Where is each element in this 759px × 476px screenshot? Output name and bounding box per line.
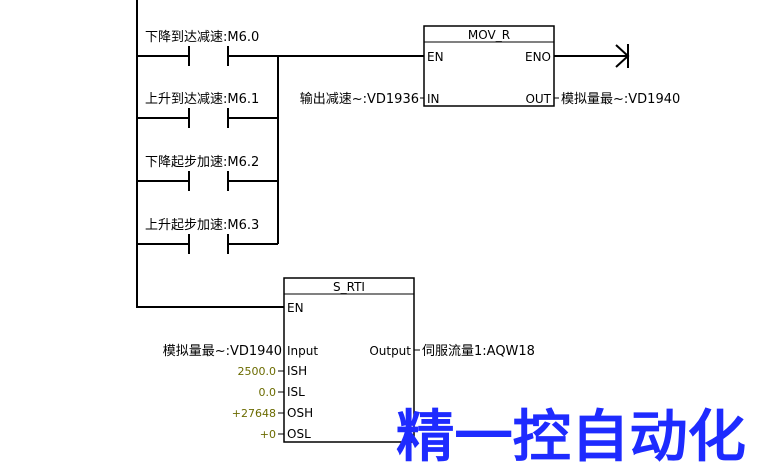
contact-label: 上升起步加速:M6.3 <box>145 218 259 233</box>
contact-m6-2[interactable]: 下降起步加速:M6.2 <box>137 155 278 191</box>
s-rti-pin-wires <box>278 349 420 435</box>
s-rti-output-pin: Output <box>369 344 411 358</box>
s-rti-isl-value[interactable]: 0.0 <box>259 386 277 399</box>
s-rti-osl-pin: OSL <box>287 427 311 441</box>
s-rti-osh-value[interactable]: +27648 <box>232 407 276 420</box>
mov-r-en-pin: EN <box>427 50 444 64</box>
eno-arrow <box>554 44 630 68</box>
watermark: 精一控自动化 <box>396 405 746 470</box>
mov-r-in-operand[interactable]: 输出减速~:VD1936 <box>300 91 419 107</box>
s-rti-output-operand[interactable]: 伺服流量1:AQW18 <box>422 344 535 359</box>
s-rti-en-pin: EN <box>287 301 304 315</box>
mov-r-out-pin: OUT <box>525 92 551 106</box>
s-rti-input-operand[interactable]: 模拟量最~:VD1940 <box>163 344 282 359</box>
s-rti-isl-pin: ISL <box>287 385 305 399</box>
s-rti-ish-pin: ISH <box>287 364 307 378</box>
mov-r-block[interactable]: MOV_R EN ENO IN OUT <box>423 25 555 107</box>
mov-r-out-operand[interactable]: 模拟量最~:VD1940 <box>561 92 680 107</box>
mov-r-in-pin: IN <box>427 92 440 106</box>
contact-m6-1[interactable]: 上升到达减速:M6.1 <box>137 92 278 128</box>
s-rti-ish-value[interactable]: 2500.0 <box>238 365 277 378</box>
contact-label: 下降起步加速:M6.2 <box>145 155 259 170</box>
contact-m6-3[interactable]: 上升起步加速:M6.3 <box>137 218 278 254</box>
mov-r-eno-pin: ENO <box>525 50 551 64</box>
mov-r-title: MOV_R <box>468 28 510 42</box>
s-rti-input-pin: Input <box>287 344 318 358</box>
contact-label: 上升到达减速:M6.1 <box>145 92 259 107</box>
s-rti-osl-value[interactable]: +0 <box>260 428 276 441</box>
s-rti-block[interactable]: S_RTI EN Input ISH ISL OSH OSL Output <box>283 277 415 443</box>
contact-label: 下降到达减速:M6.0 <box>145 30 259 45</box>
s-rti-title: S_RTI <box>333 280 365 294</box>
s-rti-osh-pin: OSH <box>287 406 313 420</box>
contact-m6-0[interactable]: 下降到达减速:M6.0 <box>137 30 424 66</box>
